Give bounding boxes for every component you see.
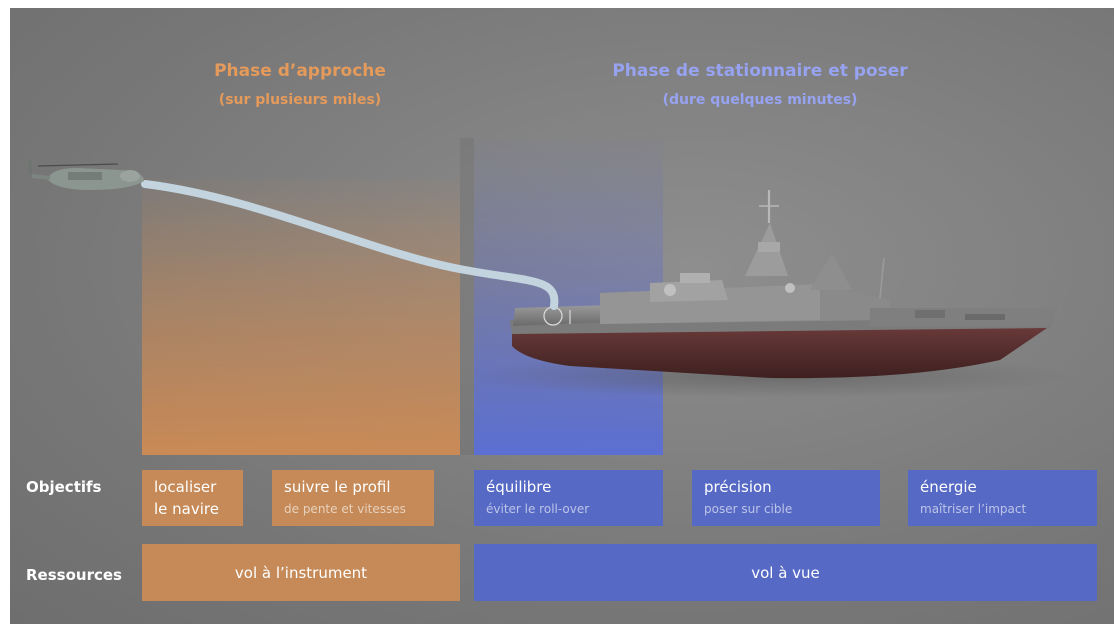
- objective-sub: de pente et vitesses: [284, 502, 406, 516]
- hover-phase-subtitle: (dure quelques minutes): [662, 92, 858, 108]
- objective-main: localiser le navire: [154, 478, 219, 518]
- resource-box-visual-flight: vol à vue: [474, 544, 1097, 601]
- objective-box-precision: précision poser sur cible: [692, 470, 880, 526]
- objective-main: suivre le profil: [284, 478, 391, 496]
- approach-phase-subtitle: (sur plusieurs miles): [218, 92, 382, 108]
- ship-icon: [510, 190, 1058, 379]
- scene-illustration: [28, 160, 1070, 398]
- objective-box-follow-profile: suivre le profil de pente et vitesses: [272, 470, 434, 526]
- flight-path: [141, 180, 559, 310]
- approach-phase-title: Phase d’approche: [214, 61, 386, 81]
- objective-main: précision: [704, 478, 772, 496]
- diagram-canvas: Phase d’approche (sur plusieurs miles) P…: [10, 8, 1114, 624]
- objective-box-balance: équilibre éviter le roll-over: [474, 470, 663, 526]
- objective-sub: maîtriser l’impact: [920, 502, 1027, 516]
- objective-box-locate-ship: localiser le navire: [142, 470, 243, 526]
- objective-main: énergie: [920, 478, 977, 496]
- resource-box-instrument-flight: vol à l’instrument: [142, 544, 460, 601]
- objective-box-energy: énergie maîtriser l’impact: [908, 470, 1097, 526]
- resources-row-label: Ressources: [26, 566, 122, 584]
- objectives-row-label: Objectifs: [26, 478, 102, 496]
- objective-main: équilibre: [486, 478, 552, 496]
- objective-sub: éviter le roll-over: [486, 502, 590, 516]
- helicopter-icon: [28, 160, 145, 190]
- objective-sub: poser sur cible: [704, 502, 793, 516]
- hover-phase-title: Phase de stationnaire et poser: [612, 61, 908, 81]
